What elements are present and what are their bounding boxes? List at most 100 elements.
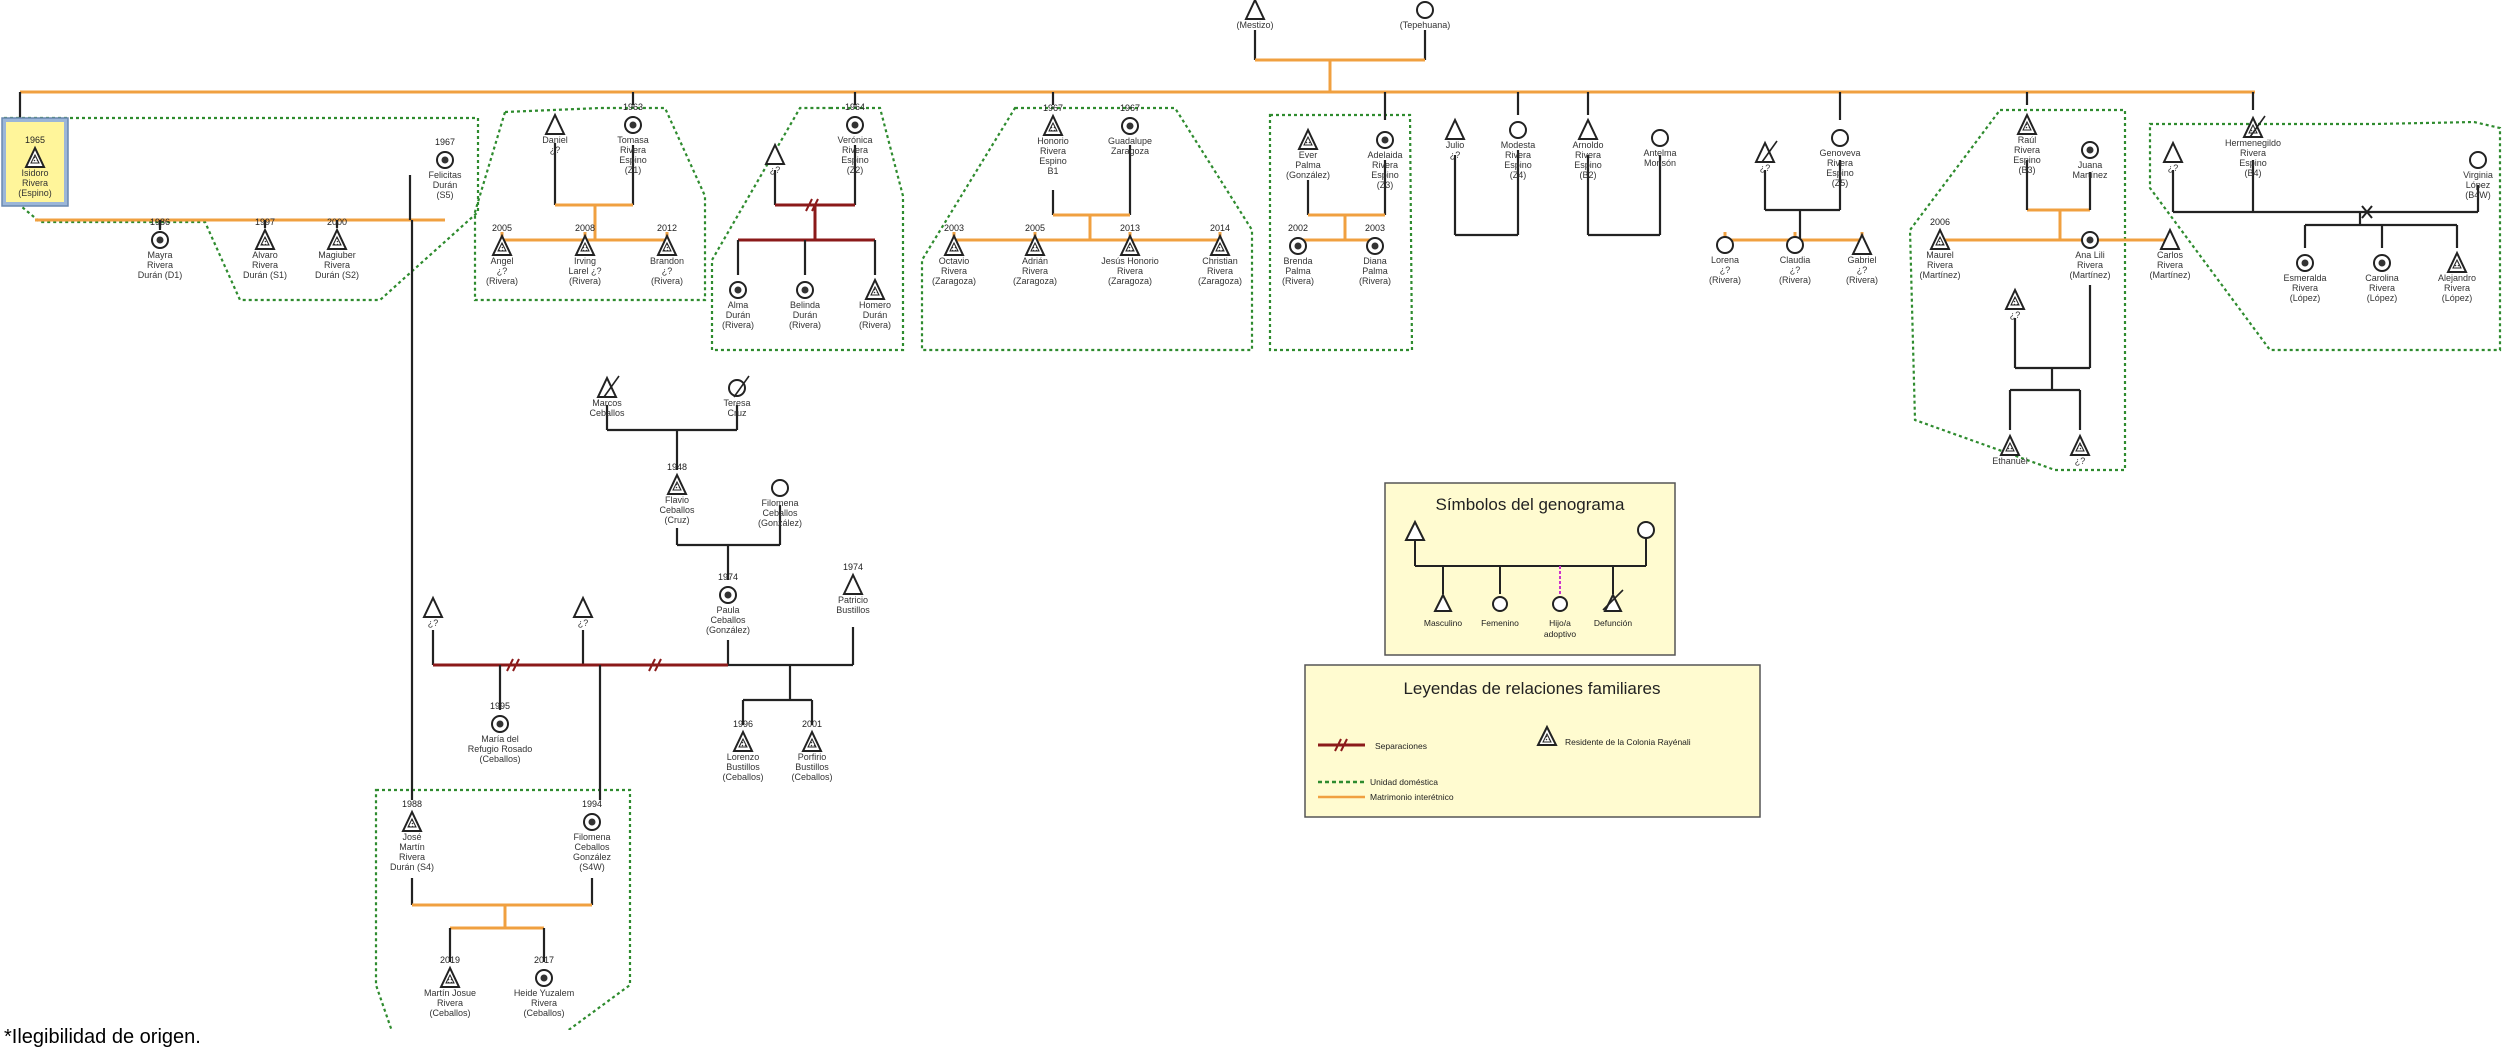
person-claudia: Claudia¿?(Rivera) — [1779, 236, 1811, 285]
household-6 — [2148, 120, 2502, 352]
person-label: Espino — [2013, 155, 2041, 165]
person-label: Brandon — [650, 256, 684, 266]
person-label: ¿? — [2075, 456, 2086, 466]
person-label: (Rivera) — [569, 276, 601, 286]
birth-year: 1994 — [582, 799, 602, 809]
person-label: Daniel — [542, 135, 568, 145]
person-anac2: ¿? — [2069, 433, 2091, 466]
person-label: Refugio Rosado — [468, 744, 533, 754]
resident-icon — [2378, 259, 2386, 267]
person-label: Filomena — [761, 498, 798, 508]
person-label: Rivera — [252, 260, 278, 270]
birth-year: 2001 — [802, 719, 822, 729]
deceased-mark — [733, 375, 750, 398]
person-label: (Rivera) — [486, 276, 518, 286]
person-label: (Zaragoza) — [1198, 276, 1242, 286]
person-label: Esmeralda — [2283, 273, 2326, 283]
person-label: (Z2) — [847, 165, 864, 175]
person-label: Rivera — [1117, 266, 1143, 276]
resident-icon — [156, 236, 164, 244]
deceased-mark — [2249, 115, 2266, 138]
resident-icon — [1935, 235, 1945, 246]
person-label: Jesús Honorio — [1101, 256, 1159, 266]
person-label: Martín Josue — [424, 988, 476, 998]
person-label: Diana — [1363, 256, 1387, 266]
person-label: Espino — [1574, 160, 1602, 170]
person-label: Rivera — [1040, 146, 1066, 156]
separation-mark — [506, 658, 520, 672]
person-label: Julio — [1446, 140, 1465, 150]
person-label: Rivera — [437, 998, 463, 1008]
household-7 — [374, 788, 632, 1030]
person-label: Ceballos — [589, 408, 625, 418]
person-label: Flavio — [665, 495, 689, 505]
person-label: ¿? — [1857, 265, 1868, 275]
person-label: (López) — [2290, 293, 2321, 303]
person-label: Martínez — [2072, 170, 2108, 180]
person-label: Rivera — [1827, 158, 1853, 168]
person-label: ¿? — [662, 266, 673, 276]
person-label: Larel ¿? — [568, 266, 601, 276]
person-label: Honorio — [1037, 136, 1069, 146]
birth-year: 2003 — [944, 223, 964, 233]
person-vp1: ¿? — [764, 142, 786, 175]
person-label: Martín — [399, 842, 425, 852]
person-label: Ana Lili — [2075, 250, 2105, 260]
footnote: *Ilegibilidad de origen. — [4, 1026, 201, 1048]
person-label: Rivera — [842, 145, 868, 155]
male-icon — [842, 572, 864, 595]
female-icon — [1509, 121, 1527, 139]
person-label: Verónica — [837, 135, 872, 145]
person-label: Rivera — [941, 266, 967, 276]
person-label: Heide Yuzalem — [514, 988, 574, 998]
person-label: (Martínez) — [2069, 270, 2110, 280]
birth-year: 2013 — [1120, 223, 1140, 233]
person-hp1: ¿? — [2162, 140, 2184, 173]
male-icon — [1851, 232, 1873, 255]
legend-label: Hijo/a — [1549, 618, 1571, 628]
person-label: Espino — [2239, 158, 2267, 168]
person-label: González — [573, 852, 612, 862]
person-label: Lorenzo — [727, 752, 760, 762]
birth-year: 1974 — [718, 572, 738, 582]
person-gp1: ¿? — [1754, 140, 1778, 173]
female-icon — [2469, 151, 2487, 169]
person-pp2: ¿? — [572, 595, 594, 628]
person-label: (Rivera) — [1846, 275, 1878, 285]
person-label: (S4W) — [579, 862, 605, 872]
person-label: Rivera — [1575, 150, 1601, 160]
legend-symbols-title: Símbolos del genograma — [1435, 495, 1625, 514]
resident-icon — [738, 737, 748, 748]
person-label: (Rivera) — [789, 320, 821, 330]
person-label: Palma — [1285, 266, 1311, 276]
person-label: Durán — [863, 310, 888, 320]
person-label: José — [402, 832, 421, 842]
person-label: (González) — [1286, 170, 1330, 180]
birth-year: 2005 — [1025, 223, 1045, 233]
person-label: (Rivera) — [1282, 276, 1314, 286]
person-label: (Ceballos) — [791, 772, 832, 782]
household-3 — [920, 106, 1254, 352]
person-label: Durán (S1) — [243, 270, 287, 280]
deceased-mark — [1602, 589, 1624, 611]
resident-icon — [2005, 441, 2015, 452]
adopted-icon — [1552, 596, 1568, 612]
resident-icon — [332, 235, 342, 246]
person-label: (Rivera) — [859, 320, 891, 330]
household-4 — [1268, 113, 1414, 352]
birth-year: 2003 — [1365, 223, 1385, 233]
